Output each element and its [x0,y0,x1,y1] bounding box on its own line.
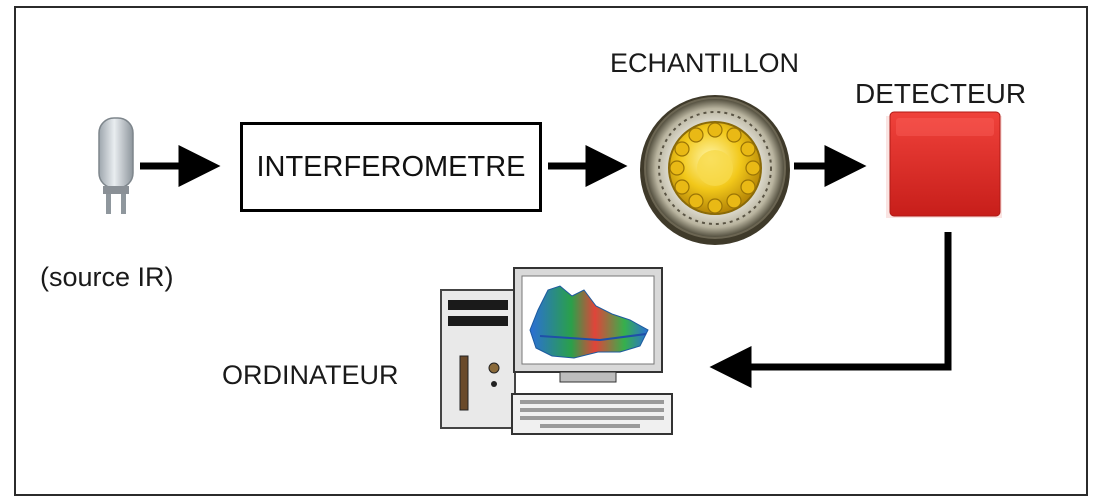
detector-label: DETECTEUR [855,78,1027,109]
interferometer-label: INTERFEROMETRE [256,150,526,183]
sample-carousel-icon [640,95,790,245]
sample-label: ECHANTILLON [610,48,800,78]
detector-icon [886,111,1002,218]
interferometer-box: INTERFEROMETRE [240,122,542,212]
ir-source-lamp-icon [98,117,134,214]
computer-icon [440,267,673,435]
computer-label: ORDINATEUR [222,360,399,390]
source-label: (source IR) [40,262,174,292]
arrow-detector-to-computer [709,232,952,388]
